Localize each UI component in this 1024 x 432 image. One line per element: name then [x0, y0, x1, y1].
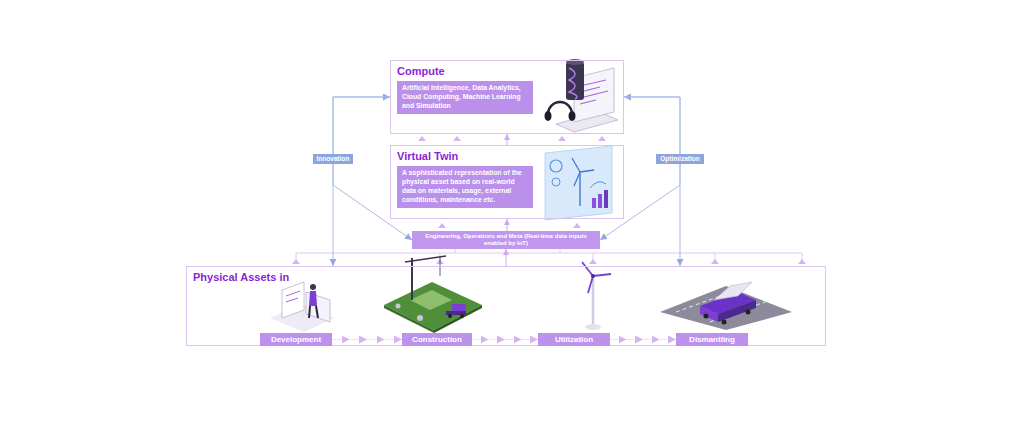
compute-illustration-part [566, 62, 584, 100]
physical-assets-panel: Physical Assets in Development Constructio… [186, 266, 826, 346]
data-flow-arrow [506, 249, 507, 266]
wind-turbine-illustration [582, 262, 611, 330]
iot-triangles-part [589, 259, 597, 264]
virtual-twin-illustration-part [552, 178, 560, 186]
construction-illustration-part [452, 304, 466, 311]
virtual-twin-illustration-part [550, 160, 562, 172]
wind-turbine-illustration-part [591, 274, 595, 278]
data-flow-arrow [507, 134, 508, 145]
bar-label: Engineering, Operations and Meta (Real-t… [416, 233, 596, 247]
panel-heading: Virtual Twin [397, 150, 617, 163]
development-illustration-part [310, 284, 316, 290]
dismantling-illustration-part [746, 310, 751, 315]
dismantling-illustration-part [714, 282, 752, 300]
construction-illustration-part [434, 305, 482, 333]
virtual-twin-illustration-part [590, 182, 606, 188]
development-illustration-part [286, 291, 300, 302]
lifecycle-arrow [332, 339, 402, 340]
development-illustration-part [309, 291, 317, 306]
feedback-loop-arrow [624, 97, 680, 266]
panel-heading: Physical Assets in [193, 271, 819, 284]
panel-body: Artificial Intelligence, Data Analytics,… [397, 81, 533, 113]
compute-panel: ComputeArtificial Intelligence, Data Ana… [390, 60, 624, 134]
relay-triangles-part [453, 136, 461, 141]
dismantling-illustration-part [704, 314, 709, 319]
relay-triangles-part [418, 136, 426, 141]
construction-illustration-part [460, 314, 464, 318]
construction-illustration-part [417, 315, 423, 321]
compute-illustration-part [569, 111, 576, 121]
construction-illustration-part [448, 314, 452, 318]
panel-heading: Compute [397, 65, 617, 78]
compute-illustration-part [580, 80, 608, 104]
virtual-twin-illustration-part [579, 172, 580, 206]
stage-box: Utilization [538, 333, 610, 346]
feedback-loop-arrow [333, 97, 390, 266]
relay-triangles-part [438, 223, 446, 228]
dismantling-illustration-part [722, 320, 727, 325]
stage-label: Development [271, 335, 321, 344]
construction-illustration-part [411, 258, 413, 300]
relay-triangles-part [558, 136, 566, 141]
construction-illustration-part [410, 290, 452, 310]
data-input-bar: Engineering, Operations and Meta (Real-t… [412, 231, 600, 249]
iot-triangles [292, 259, 806, 264]
dismantling-illustration-part [718, 300, 756, 322]
virtual-twin-panel: Virtual Twin A sophisticated representati… [390, 145, 624, 219]
wind-turbine-illustration-part [585, 324, 601, 330]
iot-triangles-part [798, 259, 806, 264]
iot-triangles-part [711, 259, 719, 264]
stage-label: Utilization [555, 335, 593, 344]
stage-box: Development [260, 333, 332, 346]
stage-box: Dismantling [676, 333, 748, 346]
iot-triangles-part [292, 259, 300, 264]
construction-illustration-part [396, 304, 401, 309]
iot-lines-part [296, 253, 802, 263]
development-illustration-part [282, 282, 304, 318]
compute-illustration-part [548, 102, 572, 114]
lifecycle-arrow [472, 339, 538, 340]
stage-box: Construction [402, 333, 472, 346]
virtual-twin-illustration-part [592, 198, 596, 208]
panel-body: A sophisticated representation of the ph… [397, 166, 533, 207]
compute-illustration-part [569, 68, 577, 99]
construction-illustration-part [384, 305, 434, 333]
edge-label: Optimization [656, 154, 703, 164]
virtual-twin-illustration-part [598, 194, 602, 208]
compute-illustration-part [545, 111, 552, 121]
relay-triangles-part [598, 136, 606, 141]
stage-label: Construction [412, 335, 462, 344]
data-flow-arrow [507, 219, 508, 231]
virtual-twin-illustration-part [604, 190, 608, 208]
relay-triangles-part [573, 223, 581, 228]
development-illustration [270, 282, 334, 332]
development-illustration-part [306, 292, 330, 322]
development-illustration-part [309, 306, 318, 318]
stage-label: Dismantling [689, 335, 735, 344]
virtual-twin-illustration-part [572, 158, 594, 186]
dismantling-illustration [660, 282, 792, 330]
construction-illustration [384, 256, 482, 333]
virtual-twin-illustration-part [545, 146, 612, 220]
construction-illustration-part [384, 282, 482, 330]
wind-turbine-illustration-part [592, 276, 595, 326]
virtual-twin-illustration [545, 146, 612, 220]
lifecycle-arrow [610, 339, 676, 340]
edge-label: Innovation [313, 154, 354, 164]
compute-illustration [545, 59, 619, 132]
dismantling-illustration-part [700, 306, 718, 322]
